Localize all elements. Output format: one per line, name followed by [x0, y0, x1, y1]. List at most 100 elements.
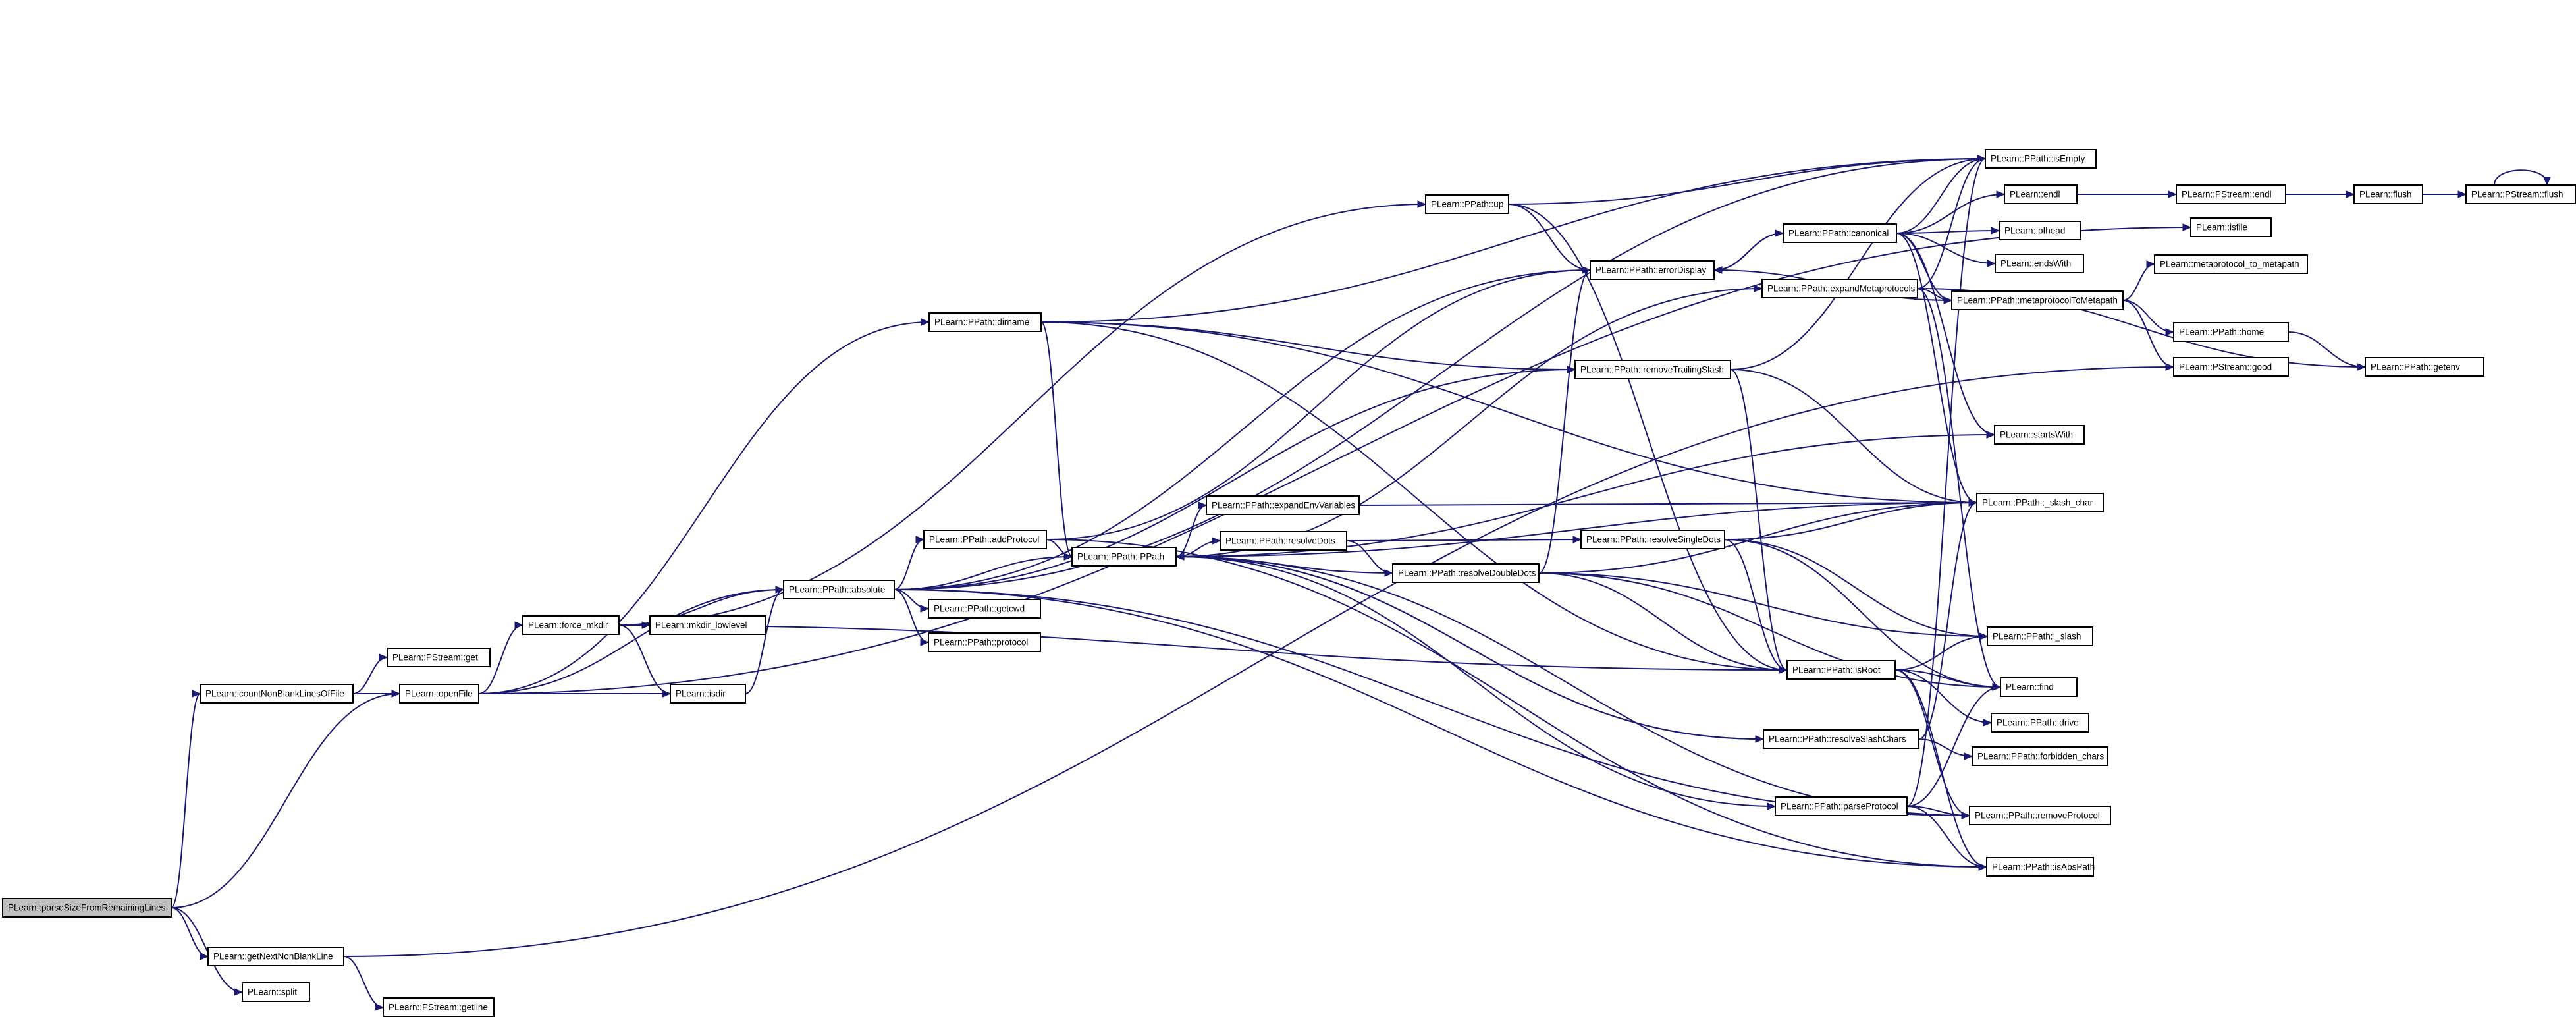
node-box — [928, 632, 1041, 652]
edge-line — [894, 589, 929, 643]
node-label: PLearn::PPath::_slash — [1993, 632, 2081, 642]
edge-line — [1896, 194, 2005, 234]
node-resolve-slash-chars[interactable]: PLearn::PPath::resolveSlashChars — [1763, 729, 1919, 749]
edge-line — [2288, 331, 2366, 368]
node-label: PLearn::openFile — [405, 689, 473, 699]
node-dirname[interactable]: PLearn::PPath::dirname — [928, 312, 1042, 332]
node-absolute[interactable]: PLearn::PPath::absolute — [783, 580, 895, 599]
edge-arrowhead — [1961, 812, 1971, 819]
node-pstream-endl[interactable]: PLearn::PStream::endl — [2176, 184, 2286, 204]
node-stream-get[interactable]: PLearn::PStream::get — [387, 648, 491, 667]
node-box — [783, 580, 895, 599]
edge-line — [171, 907, 243, 993]
edge-canonical-to-pshead — [1896, 227, 2000, 235]
node-parse-size[interactable]: PLearn::parseSizeFromRemainingLines — [2, 898, 172, 918]
node-isfile[interactable]: PLearn::isfile — [2190, 217, 2272, 237]
node-is-abs-path[interactable]: PLearn::PPath::isAbsPath — [1986, 857, 2095, 877]
edge-arrowhead — [192, 690, 201, 698]
edge-meta-to-meta-to-home — [2122, 300, 2175, 336]
node-isdir[interactable]: PLearn::isdir — [670, 684, 746, 704]
node-box — [1786, 660, 1896, 680]
node-box — [1590, 260, 1715, 280]
node-home[interactable]: PLearn::PPath::home — [2173, 322, 2289, 342]
edge-arrowhead — [2146, 260, 2156, 268]
node-starts-with[interactable]: PLearn::startsWith — [1994, 425, 2085, 445]
edge-open-file-to-force-mkdir — [478, 621, 524, 694]
node-slash[interactable]: PLearn::PPath::_slash — [1987, 626, 2093, 646]
node-get-next-non-blank[interactable]: PLearn::getNextNonBlankLine — [207, 947, 344, 966]
node-pshead[interactable]: PLearn::pIhead — [1999, 221, 2081, 240]
node-parse-protocol[interactable]: PLearn::PPath::parseProtocol — [1775, 796, 1908, 816]
edge-arrowhead — [920, 638, 930, 646]
node-drive[interactable]: PLearn::PPath::drive — [1991, 713, 2089, 733]
edge-line — [618, 624, 671, 694]
node-add-protocol[interactable]: PLearn::PPath::addProtocol — [923, 530, 1047, 549]
edge-is-root-to-drive — [1894, 669, 1993, 727]
edge-expand-env-to-slash-char — [1358, 499, 1978, 507]
edge-arrowhead — [662, 690, 672, 698]
node-meta-to-meta[interactable]: PLearn::PPath::metaprotocolToMetapath — [1951, 290, 2124, 310]
edge-endl-to-pstream-endl — [2077, 190, 2178, 198]
edge-line — [1508, 204, 1788, 671]
node-box — [1994, 425, 2085, 445]
node-box — [2000, 677, 2078, 697]
node-resolve-double-dots[interactable]: PLearn::PPath::resolveDoubleDots — [1392, 563, 1540, 583]
node-flush[interactable]: PLearn::flush — [2353, 184, 2423, 204]
edge-arrowhead — [1567, 366, 1576, 373]
node-getenv[interactable]: PLearn::PPath::getenv — [2365, 357, 2484, 377]
node-canonical[interactable]: PLearn::PPath::canonical — [1783, 223, 1897, 243]
edge-parse-protocol-to-is-empty — [1906, 155, 1987, 807]
node-box — [1392, 563, 1540, 583]
edge-resolve-slash-chars-to-ppath-ctor — [1175, 553, 1764, 740]
edge-line — [1040, 321, 1073, 557]
node-label: PLearn::PPath::dirname — [934, 318, 1029, 327]
edge-arrowhead — [379, 653, 389, 661]
node-meta-to-metapath[interactable]: PLearn::metaprotocol_to_metapath — [2154, 254, 2308, 274]
edge-arrowhead — [920, 605, 930, 613]
edge-line — [2122, 263, 2155, 301]
node-ppath-ctor[interactable]: PLearn::PPath::PPath — [1071, 547, 1177, 567]
edge-arrowhead — [775, 586, 785, 594]
node-stream-getline[interactable]: PLearn::PStream::getline — [383, 997, 495, 1017]
edge-arrowhead — [2182, 223, 2192, 231]
node-forbidden[interactable]: PLearn::PPath::forbidden_chars — [1972, 746, 2108, 766]
edge-arrowhead — [1572, 536, 1582, 543]
node-resolve-dots[interactable]: PLearn::PPath::resolveDots — [1220, 531, 1347, 551]
node-remove-protocol[interactable]: PLearn::PPath::removeProtocol — [1969, 806, 2111, 825]
node-is-root[interactable]: PLearn::PPath::isRoot — [1786, 660, 1896, 680]
node-label: PLearn::PPath::getcwd — [934, 604, 1025, 614]
node-mkdir-lowlevel[interactable]: PLearn::mkdir_lowlevel — [649, 615, 766, 635]
node-pstream-flush[interactable]: PLearn::PStream::flush — [2465, 184, 2576, 204]
node-open-file[interactable]: PLearn::openFile — [399, 684, 479, 704]
edge-line — [1896, 233, 1977, 503]
node-box — [928, 312, 1042, 332]
node-slash-char[interactable]: PLearn::PPath::_slash_char — [1976, 493, 2104, 512]
node-ends-with[interactable]: PLearn::endsWith — [1995, 254, 2084, 273]
node-protocol[interactable]: PLearn::PPath::protocol — [928, 632, 1041, 652]
edge-line — [1896, 158, 1986, 234]
node-error-display[interactable]: PLearn::PPath::errorDisplay — [1590, 260, 1715, 280]
node-force-mkdir[interactable]: PLearn::force_mkdir — [522, 615, 620, 635]
edge-line — [618, 204, 1426, 626]
node-label: PLearn::PPath::home — [2179, 327, 2264, 337]
edge-up-to-is-empty — [1508, 155, 1987, 205]
node-is-empty[interactable]: PLearn::PPath::isEmpty — [1985, 149, 2097, 169]
node-label: PLearn::PPath::parseProtocol — [1781, 802, 1898, 812]
node-up[interactable]: PLearn::PPath::up — [1425, 194, 1509, 214]
edge-line — [894, 589, 1987, 868]
node-resolve-single-dots[interactable]: PLearn::PPath::resolveSingleDots — [1580, 530, 1725, 549]
node-remove-trailing-slash[interactable]: PLearn::PPath::removeTrailingSlash — [1574, 360, 1731, 379]
node-split[interactable]: PLearn::split — [242, 982, 310, 1002]
edge-line — [171, 907, 209, 957]
node-expand-meta[interactable]: PLearn::PPath::expandMetaprotocols — [1761, 279, 1918, 298]
node-endl[interactable]: PLearn::endl — [2004, 184, 2078, 204]
node-getcwd[interactable]: PLearn::PPath::getcwd — [928, 599, 1041, 619]
node-count-non-blank[interactable]: PLearn::countNonBlankLinesOfFile — [200, 684, 354, 704]
edge-ppath-ctor-to-remove-protocol — [1175, 556, 1971, 819]
node-find[interactable]: PLearn::find — [2000, 677, 2078, 697]
edge-line — [1040, 321, 1788, 671]
node-expand-env[interactable]: PLearn::PPath::expandEnvVariables — [1206, 495, 1360, 515]
node-good[interactable]: PLearn::PStream::good — [2173, 357, 2289, 377]
edge-arrowhead — [1996, 190, 2006, 198]
edge-line — [1917, 288, 2001, 688]
